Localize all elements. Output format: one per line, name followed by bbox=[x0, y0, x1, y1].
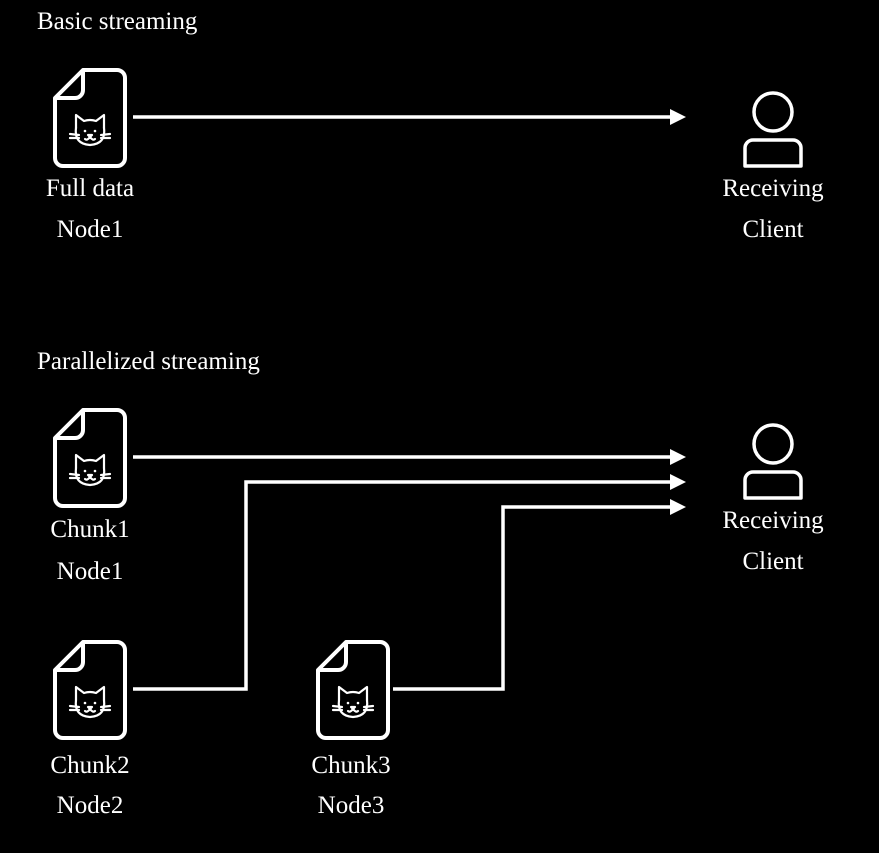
node-label: Node1 bbox=[56, 558, 124, 585]
arrowhead bbox=[670, 474, 686, 490]
client-label: Client bbox=[742, 216, 804, 243]
client-label: Client bbox=[742, 548, 804, 575]
section-title-basic: Basic streaming bbox=[37, 8, 198, 35]
node-label: Chunk1 bbox=[50, 516, 130, 543]
node-label: Node2 bbox=[56, 792, 124, 819]
node-label: Node1 bbox=[56, 216, 124, 243]
chunk3-arrow bbox=[393, 505, 670, 691]
cat-file-icon bbox=[53, 68, 127, 168]
chunk2-arrow bbox=[133, 480, 670, 691]
user-icon bbox=[743, 91, 803, 168]
node-label: Node3 bbox=[317, 792, 385, 819]
arrowhead bbox=[670, 499, 686, 515]
node-label: Full data bbox=[45, 175, 135, 202]
client-label: Receiving bbox=[722, 175, 824, 202]
section-title-parallel: Parallelized streaming bbox=[37, 348, 260, 375]
arrowhead bbox=[670, 449, 686, 465]
arrowhead bbox=[670, 109, 686, 125]
cat-file-icon bbox=[53, 408, 127, 508]
node-label: Chunk3 bbox=[311, 752, 391, 779]
client-label: Receiving bbox=[722, 507, 824, 534]
cat-file-icon bbox=[53, 640, 127, 740]
cat-file-icon bbox=[316, 640, 390, 740]
node-label: Chunk2 bbox=[50, 752, 130, 779]
user-icon bbox=[743, 423, 803, 500]
